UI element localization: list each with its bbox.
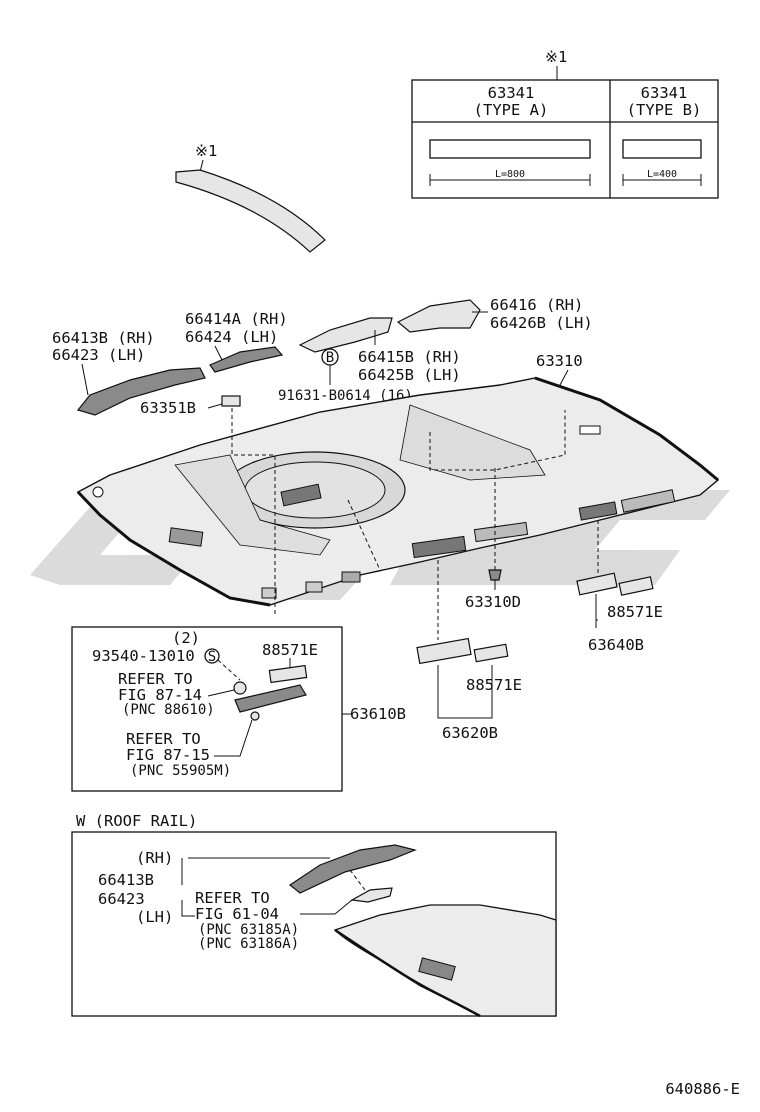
roof-rail-lh: (LH) bbox=[136, 908, 173, 926]
roof-rail-headliner bbox=[333, 904, 557, 1017]
label-63310d: 63310D bbox=[465, 593, 521, 611]
inset-screw-letter: S bbox=[208, 649, 216, 665]
label-63610b: 63610B bbox=[350, 705, 406, 723]
inset-knob bbox=[233, 681, 247, 695]
screw-s-symbol bbox=[204, 648, 220, 664]
type-a-strip bbox=[429, 139, 591, 159]
inset-refer2-c: (PNC 55905M) bbox=[130, 763, 231, 779]
roof-rail-66414a bbox=[209, 346, 284, 373]
label-66414a-rh: 66414A (RH) bbox=[185, 310, 288, 328]
figure-code: 640886-E bbox=[665, 1080, 740, 1098]
label-66416-rh: 66416 (RH) bbox=[490, 296, 583, 314]
inset-refer1-c: (PNC 88610) bbox=[122, 702, 215, 718]
roof-rail-66416 bbox=[396, 299, 481, 333]
type-a-number: 63341 bbox=[488, 84, 535, 102]
label-66424-lh: 66424 (LH) bbox=[185, 328, 278, 346]
inset-refer1-b: FIG 87-14 bbox=[118, 686, 202, 704]
inset-refer2-b: FIG 87-15 bbox=[126, 746, 210, 764]
roof-rail-part1: 66413B bbox=[98, 871, 154, 889]
roof-rail-detail bbox=[288, 844, 417, 894]
adhesive-strip bbox=[175, 169, 326, 253]
roof-rail-title: W (ROOF RAIL) bbox=[76, 812, 197, 830]
inset-lamp-88571e bbox=[268, 664, 308, 684]
inset-lamp-number: 88571E bbox=[262, 641, 318, 659]
label-63310: 63310 bbox=[536, 352, 583, 370]
label-63640b: 63640B bbox=[588, 636, 644, 654]
type-a-label: (TYPE A) bbox=[474, 101, 549, 119]
lamp-assembly-63620b bbox=[416, 637, 509, 665]
roof-rail-box: (RH) 66413B 66423 (LH) REFER TO FIG 61-0… bbox=[71, 831, 557, 1018]
headliner-63310 bbox=[76, 376, 720, 607]
roof-rail-rh: (RH) bbox=[136, 849, 173, 867]
label-66426b-lh: 66426B (LH) bbox=[490, 314, 593, 332]
label-66423-lh: 66423 (LH) bbox=[52, 346, 145, 364]
type-table-note: ※1 bbox=[545, 48, 567, 66]
label-66413b-rh: 66413B (RH) bbox=[52, 329, 155, 347]
roof-rail-pnc1: (PNC 63185A) bbox=[198, 922, 299, 938]
label-91631-b0614: 91631-B0614 (16) bbox=[278, 388, 413, 404]
label-63620b: 63620B bbox=[442, 724, 498, 742]
label-63351b: 63351B bbox=[140, 399, 196, 417]
strip-note: ※1 bbox=[195, 142, 217, 160]
type-table: ※1 63341 (TYPE A) 63341 (TYPE B) L=800 L… bbox=[411, 48, 719, 199]
inset-refer1-a: REFER TO bbox=[118, 670, 193, 688]
roof-rail-refer-b: FIG 61-04 bbox=[195, 905, 279, 923]
roof-rail-refer-a: REFER TO bbox=[195, 889, 270, 907]
type-b-label: (TYPE B) bbox=[627, 101, 702, 119]
label-88571e-mid: 88571E bbox=[466, 676, 522, 694]
roof-rail-pnc2: (PNC 63186A) bbox=[198, 936, 299, 952]
roof-rail-66415b bbox=[298, 317, 393, 353]
roof-rail-66413b bbox=[76, 367, 206, 416]
type-a-length: L=800 bbox=[495, 169, 525, 180]
clip-letter: B bbox=[326, 350, 334, 366]
inset-screw-number: 93540-13010 bbox=[92, 647, 195, 665]
type-b-strip bbox=[622, 139, 702, 159]
label-66425b-lh: 66425B (LH) bbox=[358, 366, 461, 384]
inset-refer2-a: REFER TO bbox=[126, 730, 201, 748]
inset-map-lamp bbox=[234, 684, 307, 713]
clip-63351b bbox=[221, 395, 241, 407]
inset-qty: (2) bbox=[172, 629, 200, 647]
label-66415b-rh: 66415B (RH) bbox=[358, 348, 461, 366]
lamp-assembly-63640b bbox=[576, 572, 654, 596]
label-88571e-right: 88571E bbox=[607, 603, 663, 621]
inset-box-63610b: 63610B (2) 93540-13010 S 88571E REFER TO… bbox=[71, 626, 406, 792]
type-b-length: L=400 bbox=[647, 169, 677, 180]
type-b-number: 63341 bbox=[641, 84, 688, 102]
screw-63310d bbox=[488, 569, 502, 581]
roof-rail-bracket bbox=[350, 887, 393, 903]
inset-bulb bbox=[250, 711, 260, 721]
roof-rail-part2: 66423 bbox=[98, 890, 145, 908]
